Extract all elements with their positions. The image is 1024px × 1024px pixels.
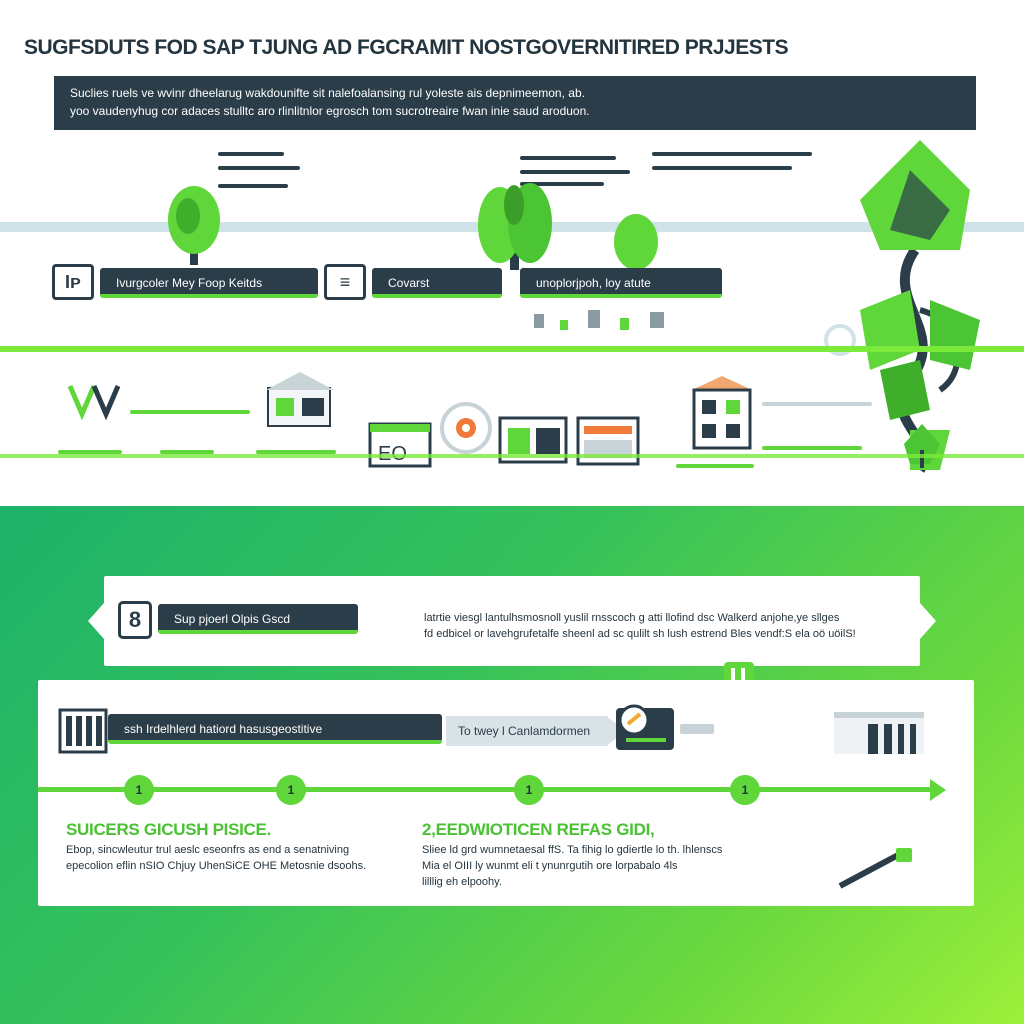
col1-text-line-1: Ebop, sincwleutur trul aeslc eseonfrs as… xyxy=(66,844,350,856)
col2-text-line-1: Sliee ld grd wumnetaesal ffS. Ta fihig l… xyxy=(422,844,723,856)
decor-line xyxy=(520,156,616,160)
badge-icon xyxy=(612,698,678,754)
building-icon xyxy=(690,374,754,450)
dashboard-icon xyxy=(576,416,640,472)
decor-line xyxy=(130,410,250,414)
panel-notch-left xyxy=(88,603,104,639)
stage-chip-2[interactable]: Covarst xyxy=(372,268,502,298)
decor-line xyxy=(218,184,288,188)
factory-icon xyxy=(832,710,926,756)
scattered-decor-icon xyxy=(530,304,690,338)
panel-notch-right xyxy=(920,603,936,639)
decor-line xyxy=(676,464,754,468)
decor-line xyxy=(652,166,792,170)
plant-icon xyxy=(64,382,124,422)
decor-line xyxy=(58,450,122,454)
checklist-icon: ≡ xyxy=(324,264,366,300)
stage-chip-1[interactable]: Ivurgcoler Mey Foop Keitds xyxy=(100,268,318,298)
col1-heading: SUICERS GICUSH PISICE. xyxy=(66,820,271,839)
decor-line xyxy=(680,724,714,734)
workshop-icon xyxy=(266,368,336,428)
timeline-line xyxy=(38,787,938,792)
decor-line xyxy=(652,152,812,156)
intro-line-2: yoo vaudenyhug cor adaces stulltc aro rl… xyxy=(70,104,590,118)
tree-icon xyxy=(160,180,230,270)
timeline-node[interactable]: 1 xyxy=(514,775,544,805)
timeline-node[interactable]: 1 xyxy=(276,775,306,805)
step2-bar[interactable]: To twey l Canlamdormen xyxy=(446,716,608,746)
timeline-node[interactable]: 1 xyxy=(730,775,760,805)
step-number-badge: 8 xyxy=(118,601,152,639)
tree-icon xyxy=(470,175,560,275)
monitor-icon: EO xyxy=(368,422,432,474)
step1-chip[interactable]: Sup pjoerl Olpis Gscd xyxy=(158,604,358,634)
gear-icon xyxy=(438,400,494,456)
decor-line xyxy=(520,170,630,174)
intro-line-1: Suclies ruels ve wvinr dheelarug wakdoun… xyxy=(70,86,585,100)
step1-text-line-1: latrtie viesgl lantulhsmosnoll yuslil rn… xyxy=(424,612,840,624)
decor-line xyxy=(160,450,214,454)
step1-text-line-2: fd edbicel or lavehgrufetalfe sheenl ad … xyxy=(424,628,856,640)
col2-text-line-2: Mia el OIII ly wunmt eli t ynunrgutih or… xyxy=(422,860,678,872)
decor-line xyxy=(218,166,300,170)
col2-heading: 2,EEDWIOTICEN REFAS GIDI, xyxy=(422,820,655,839)
computer-icon xyxy=(498,416,568,472)
decor-line xyxy=(520,182,604,186)
document-icon: Iᴘ xyxy=(52,264,94,300)
pen-icon xyxy=(836,846,916,890)
step2-chip[interactable]: ssh Irdelhlerd hatiord hasusgeostitive xyxy=(108,714,442,744)
green-band-thin xyxy=(0,454,1024,458)
timeline-arrow-icon xyxy=(930,779,946,801)
intro-banner: Suclies ruels ve wvinr dheelarug wakdoun… xyxy=(54,76,976,130)
small-plant-icon xyxy=(900,420,944,470)
stage-chip-3[interactable]: unoplorjpoh, loy atute xyxy=(520,268,722,298)
col2-text-line-3: lilllig eh elpoohy. xyxy=(422,876,502,888)
timeline-node[interactable]: 1 xyxy=(124,775,154,805)
decor-line xyxy=(762,446,862,450)
page-title: SUGFSDUTS FOD SAP TJUNG AD FGCRAMIT NOST… xyxy=(24,36,789,59)
decor-line xyxy=(762,402,872,406)
col1-text-line-2: epecolion eflin nSIO Chjuy UhenSiCE OHE … xyxy=(66,860,367,872)
green-band xyxy=(0,346,1024,352)
decor-line xyxy=(256,450,336,454)
decor-line xyxy=(218,152,284,156)
server-rack-icon xyxy=(58,708,108,754)
